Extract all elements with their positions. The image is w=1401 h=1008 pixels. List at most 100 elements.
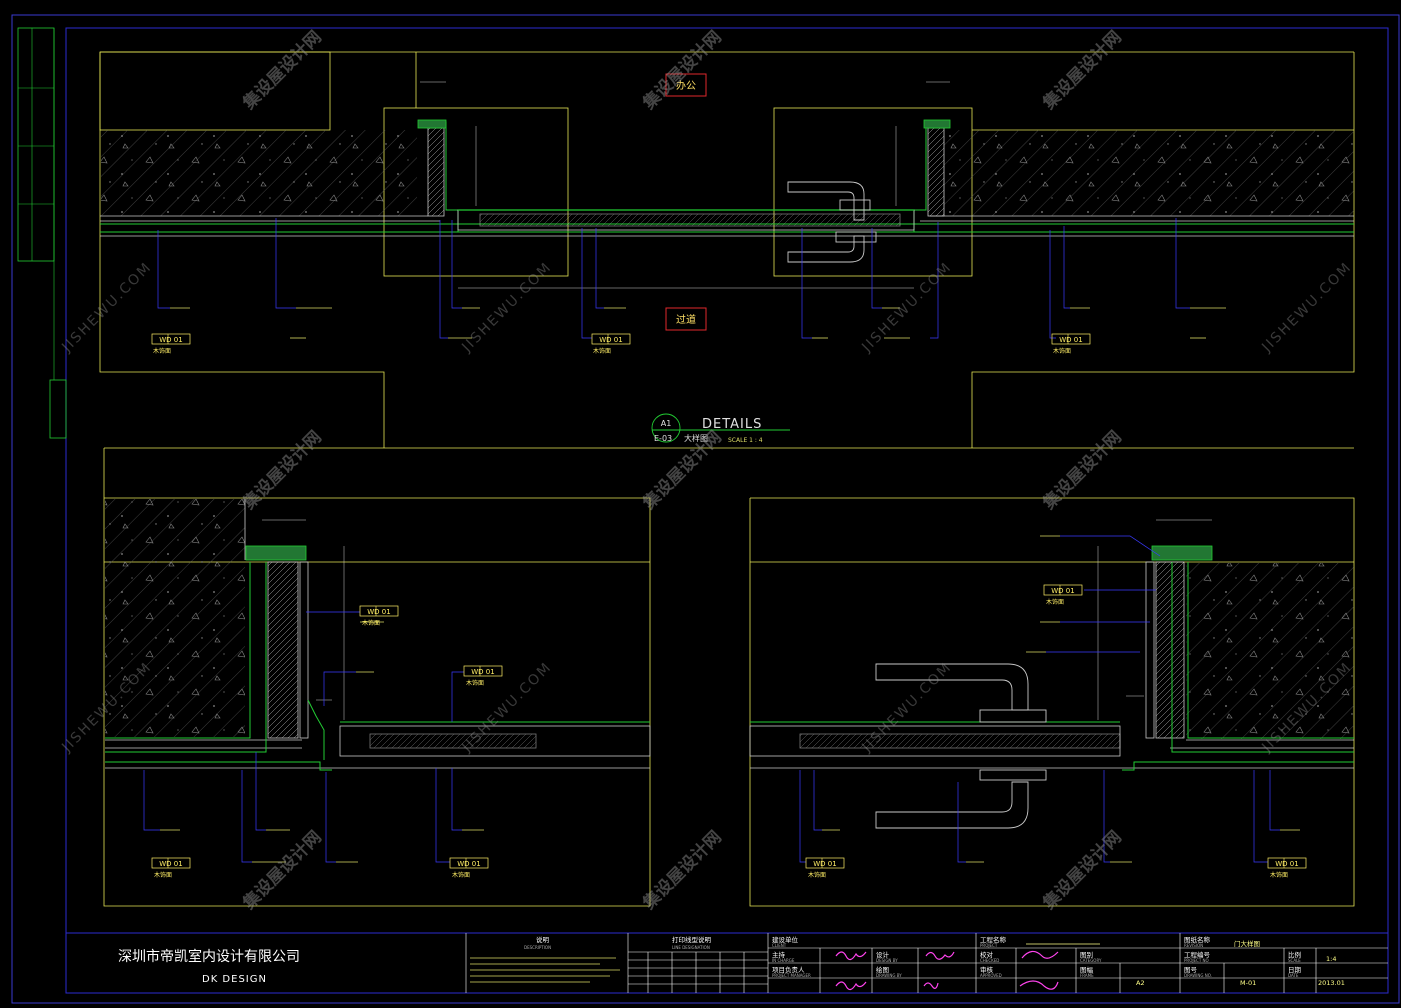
detail-id: A1: [661, 419, 672, 428]
design-sub: DESIGN BY: [876, 958, 898, 963]
wd-code: WD 01: [599, 336, 622, 344]
watermark-cn: 集设屋设计网: [1038, 427, 1126, 515]
client-label: 建设单位: [772, 935, 799, 944]
wd-code: WD 01: [1059, 336, 1082, 344]
lead-label: 主持: [772, 950, 786, 959]
approve-sub: APPROVED: [980, 973, 1002, 978]
bottom-left-detail: WD 01 木饰面 WD 01 木饰面 WD 01 木饰面 WD 01 木饰面: [105, 499, 651, 879]
bottom-right-detail: WD 01 木饰面 WD 01 木饰面 WD 01 木饰面: [749, 519, 1354, 879]
sheetname-value: 门大样图: [1234, 939, 1260, 948]
project-label: 工程名称: [980, 935, 1007, 944]
scale-sub: SCALE: [1288, 958, 1301, 963]
wd-tag-bl-3: WD 01 木饰面: [151, 857, 191, 879]
watermark-cn: 集设屋设计网: [638, 27, 726, 115]
watermark-en: JISHEWU.COM: [858, 259, 955, 356]
wd-code: WD 01: [367, 608, 390, 616]
project-sub: PROJECT: [980, 943, 998, 948]
drawingno-value: M-01: [1240, 979, 1256, 987]
design-label: 设计: [876, 950, 890, 959]
wd-tag-br-2: WD 01 木饰面: [805, 857, 845, 879]
company-name-en: DK DESIGN: [202, 974, 267, 985]
projno-label: 工程编号: [1184, 950, 1211, 959]
frame-label: 图幅: [1080, 965, 1094, 974]
watermark-cn: 集设屋设计网: [638, 427, 726, 515]
notes-title: 说明: [536, 935, 550, 944]
wd-code: WD 01: [471, 668, 494, 676]
date-value: 2013.01: [1318, 979, 1345, 987]
watermark-cn: 集设屋设计网: [238, 27, 326, 115]
watermark-cn: 集设屋设计网: [238, 427, 326, 515]
detail-subtitle: 大样图: [684, 433, 708, 443]
detail-title-text: DETAILS: [702, 417, 762, 432]
detail-sheet: E-03: [654, 434, 672, 443]
sheetname-label: 图纸名称: [1184, 935, 1211, 944]
tag-office: 办公: [676, 79, 696, 92]
check-label: 校对: [980, 950, 994, 959]
drawingno-label: 图号: [1184, 966, 1198, 974]
wd-tag-top-right: WD 01 木饰面: [1051, 333, 1091, 355]
drawing-frame: [11, 14, 1400, 1004]
wd-name: 木饰面: [153, 347, 171, 355]
wd-tag-top-left: WD 01 木饰面: [151, 333, 191, 355]
drawingno-sub: DRAWING NO.: [1184, 973, 1212, 978]
watermark-cn: 集设屋设计网: [1038, 827, 1126, 915]
watermark-en: JISHEWU.COM: [458, 259, 555, 356]
detail-scale: SCALE 1 : 4: [728, 437, 763, 444]
detail-title: A1 E-03 DETAILS 大样图 SCALE 1 : 4: [651, 413, 790, 444]
drawn-label: 绘图: [876, 965, 889, 974]
wd-name: 木饰面: [808, 871, 826, 879]
date-sub: DATE: [1288, 973, 1299, 978]
watermark-cn: 集设屋设计网: [238, 827, 326, 915]
print-title: 打印线型说明: [672, 935, 712, 944]
title-block: 深圳市帝凯室内设计有限公司 DK DESIGN 说明 DESCRIPTION 打…: [66, 932, 1388, 993]
wd-code: WD 01: [1275, 860, 1298, 868]
approve-label: 审核: [980, 965, 994, 974]
scale-label: 比例: [1288, 950, 1301, 959]
company-name-cn: 深圳市帝凯室内设计有限公司: [118, 948, 300, 965]
wd-name: 木饰面: [362, 619, 380, 627]
watermark-en: JISHEWU.COM: [1258, 259, 1355, 356]
wd-name: 木饰面: [154, 871, 172, 879]
date-label: 日期: [1288, 966, 1302, 974]
pm-label: 项目负责人: [772, 965, 805, 974]
watermark-cn: 集设屋设计网: [638, 827, 726, 915]
category-sub: CATEGORY: [1080, 958, 1102, 963]
wd-tag-top-mid: WD 01 木饰面: [591, 333, 631, 355]
wd-code: WD 01: [813, 860, 836, 868]
wd-tag-bl-2: WD 01 木饰面: [463, 665, 503, 687]
client-sub: CLIENT: [772, 943, 787, 948]
check-sub: CHECKED: [980, 958, 999, 963]
print-sub: LINE DESIGNATION: [672, 945, 710, 950]
wd-name: 木饰面: [1053, 347, 1071, 355]
frame-sub: FRAME: [1080, 973, 1094, 978]
scale-value: 1:4: [1326, 955, 1336, 963]
watermark-cn: 集设屋设计网: [1038, 27, 1126, 115]
lead-sub: IN CHARGE: [772, 958, 795, 963]
wd-code: WD 01: [1051, 587, 1074, 595]
wd-code: WD 01: [159, 860, 182, 868]
wd-tag-br-3: WD 01 木饰面: [1267, 857, 1307, 879]
drawn-sub: DRAWING BY: [876, 973, 902, 978]
wd-name: 木饰面: [1270, 871, 1288, 879]
projno-sub: PROJECT NO: [1184, 958, 1209, 963]
tag-corridor: 过道: [676, 313, 696, 326]
wd-tag-bl-1: WD 01 木饰面: [359, 605, 399, 627]
watermark-en: JISHEWU.COM: [58, 259, 155, 356]
wd-tag-br-1: WD 01 木饰面: [1043, 584, 1083, 606]
wd-name: 木饰面: [466, 679, 484, 687]
notes-sub: DESCRIPTION: [524, 945, 551, 950]
pm-sub: PROJECT MANAGER: [772, 973, 811, 978]
wd-tag-bl-4: WD 01 木饰面: [449, 857, 489, 879]
lower-frame: [103, 447, 1355, 907]
wd-name: 木饰面: [1046, 598, 1064, 606]
sheetname-sub: REVISION: [1184, 943, 1203, 948]
wd-code: WD 01: [159, 336, 182, 344]
frame-value: A2: [1136, 979, 1145, 987]
wd-name: 木饰面: [452, 871, 470, 879]
wd-name: 木饰面: [593, 347, 611, 355]
signature-marks: [835, 950, 1059, 991]
category-label: 图别: [1080, 950, 1093, 959]
top-door-section: 办公 过道 WD 01 木饰面 WD 01 木饰面 WD 01 木饰面: [99, 51, 1355, 448]
wd-code: WD 01: [457, 860, 480, 868]
